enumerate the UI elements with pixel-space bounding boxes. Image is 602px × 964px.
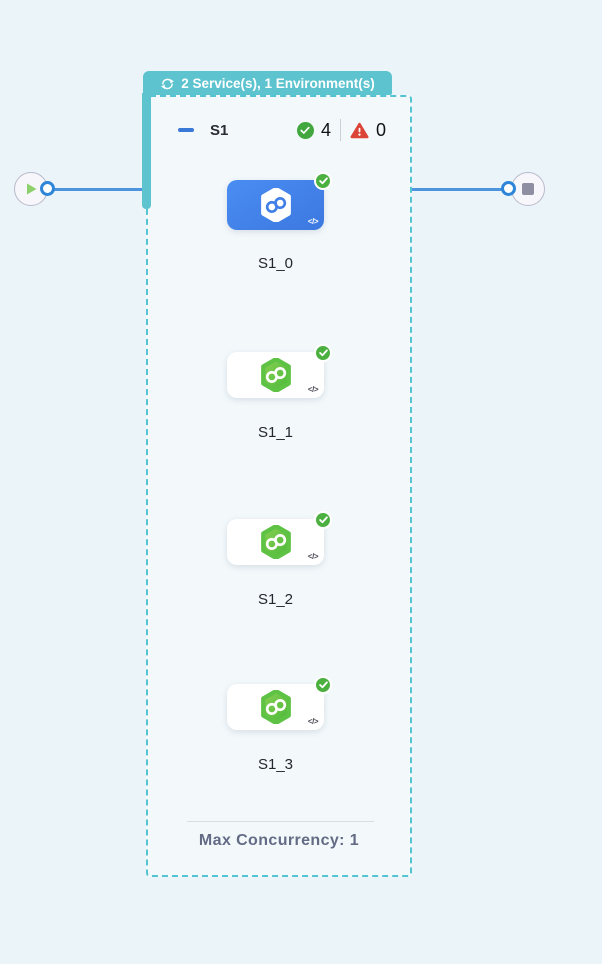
step-label: S1_0 — [257, 255, 294, 272]
step-success-badge — [314, 344, 332, 362]
edge-group-to-end — [410, 188, 506, 191]
step-node-s1-0[interactable]: </> — [227, 172, 332, 230]
start-port-dot — [40, 181, 55, 196]
hexagon-infinity-icon — [260, 690, 291, 724]
step-node-s1-1[interactable]: </> — [227, 344, 332, 398]
footer-divider — [187, 821, 374, 822]
play-icon — [26, 183, 37, 195]
end-port-dot — [501, 181, 516, 196]
loop-icon — [160, 76, 175, 91]
group-left-strip — [142, 93, 151, 209]
check-icon — [296, 121, 314, 139]
max-concurrency-label: Max Concurrency: 1 — [198, 832, 360, 849]
end-node[interactable] — [511, 172, 545, 206]
step-label: S1_3 — [257, 756, 294, 773]
code-icon: </> — [307, 717, 319, 726]
hexagon-infinity-icon — [260, 188, 291, 222]
step-node-s1-2[interactable]: </> — [227, 511, 332, 565]
hexagon-infinity-icon — [260, 358, 291, 392]
success-count: 4 — [320, 119, 331, 140]
hexagon-infinity-icon — [260, 525, 291, 559]
step-success-badge — [314, 511, 332, 529]
services-environments-label: 2 Service(s), 1 Environment(s) — [181, 75, 375, 91]
code-icon: </> — [307, 385, 319, 394]
step-label: S1_2 — [257, 591, 294, 608]
step-success-badge — [314, 172, 332, 190]
stage-status-cluster: 4 0 — [296, 119, 386, 141]
status-divider — [339, 119, 341, 141]
stage-header: S1 4 0 — [148, 117, 410, 143]
stage-name: S1 — [210, 121, 229, 139]
matrix-stage-group: S1 4 0 — [146, 95, 412, 877]
step-label: S1_1 — [257, 424, 294, 441]
step-success-badge — [314, 676, 332, 694]
collapse-minus-icon[interactable] — [178, 128, 194, 132]
edge-start-to-group — [52, 188, 145, 191]
stop-icon — [522, 183, 534, 195]
services-environments-badge[interactable]: 2 Service(s), 1 Environment(s) — [143, 71, 392, 95]
warning-icon — [350, 122, 369, 139]
code-icon: </> — [307, 217, 319, 226]
code-icon: </> — [307, 552, 319, 561]
step-node-s1-3[interactable]: </> — [227, 676, 332, 730]
failed-count: 0 — [375, 119, 386, 140]
